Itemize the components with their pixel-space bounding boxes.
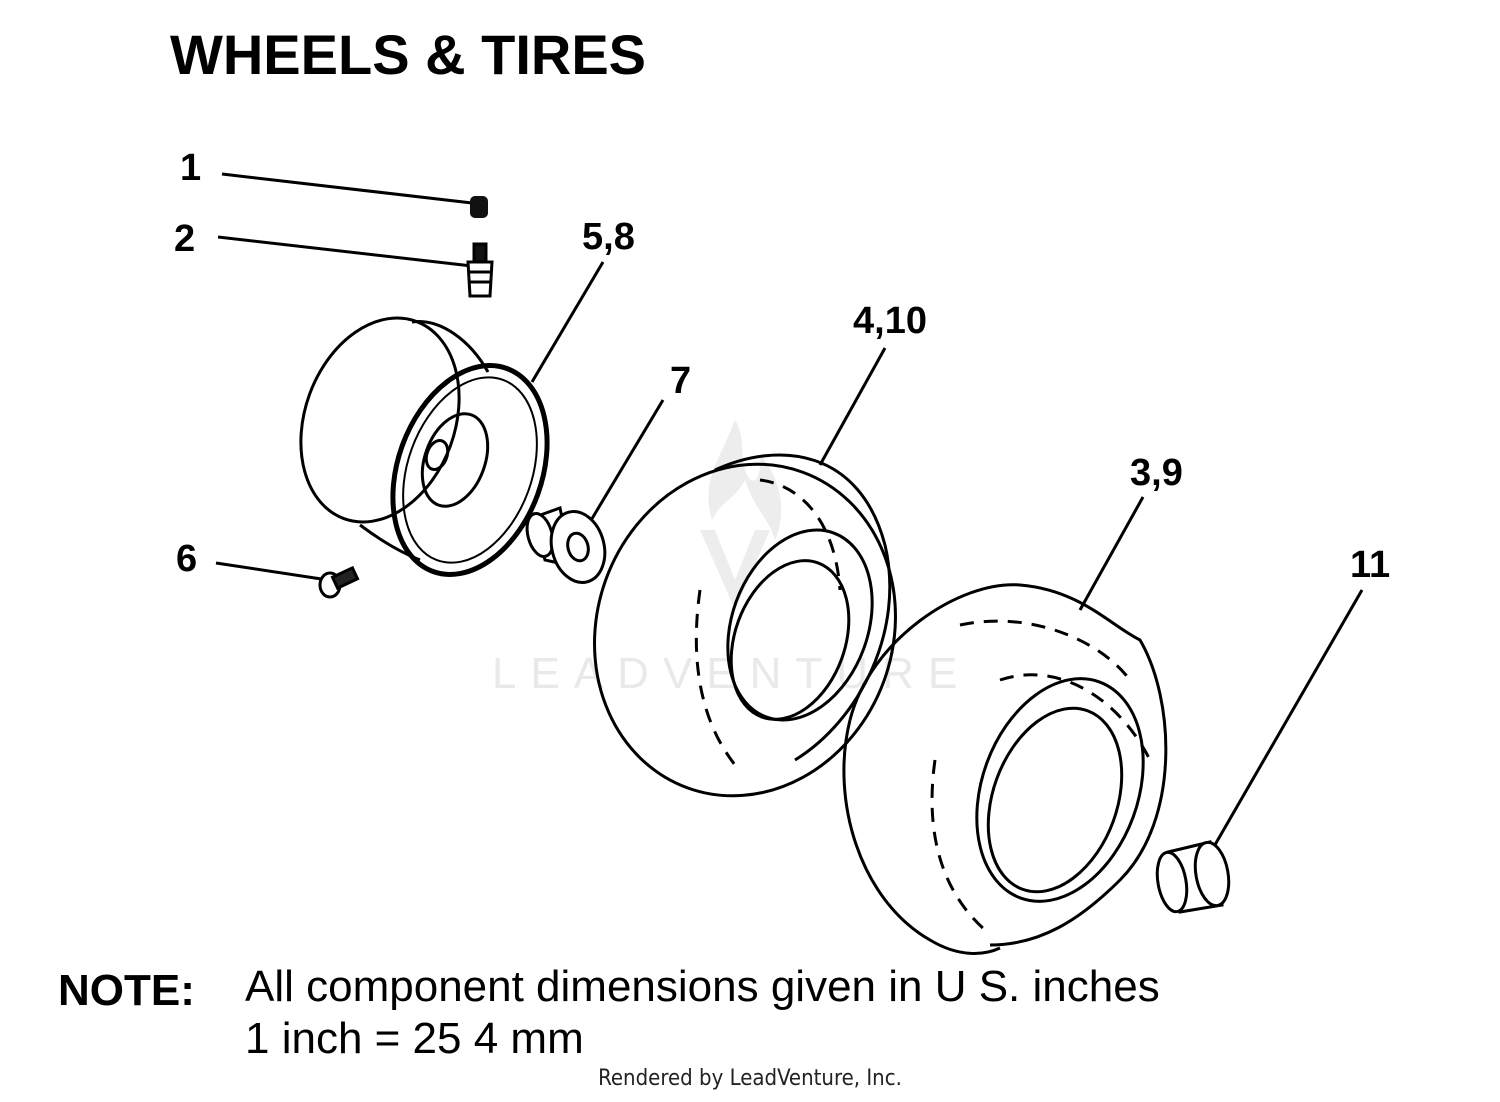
part-hub-cap <box>1155 840 1231 914</box>
callout-11: 11 <box>1350 544 1390 586</box>
part-valve-stem <box>466 242 494 298</box>
diagram-title: WHEELS & TIRES <box>170 23 647 86</box>
callout-2: 2 <box>174 218 195 260</box>
watermark-flame-icon <box>708 420 782 540</box>
part-rear-tire <box>842 583 1168 955</box>
callout-1: 1 <box>180 147 201 189</box>
part-bolt <box>318 565 360 599</box>
part-front-tire <box>593 453 897 798</box>
callout-3-9: 3,9 <box>1130 452 1183 494</box>
watermark-v-icon <box>700 530 770 610</box>
part-bushing <box>525 506 607 584</box>
leader-lines <box>215 172 1364 851</box>
note-line-conversion: 1 inch = 25 4 mm <box>245 1014 584 1063</box>
watermark: LEADVENTURE <box>492 420 957 698</box>
callout-5-8: 5,8 <box>582 216 635 258</box>
note-label: NOTE: <box>58 966 195 1015</box>
callout-4-10: 4,10 <box>853 300 927 342</box>
note-line-dimensions: All component dimensions given in U S. i… <box>245 962 1160 1011</box>
callout-6: 6 <box>176 538 197 580</box>
part-rim <box>299 316 550 577</box>
part-valve-cap <box>470 196 488 218</box>
footer-credit: Rendered by LeadVenture, Inc. <box>598 1066 902 1091</box>
callout-7: 7 <box>670 360 691 402</box>
